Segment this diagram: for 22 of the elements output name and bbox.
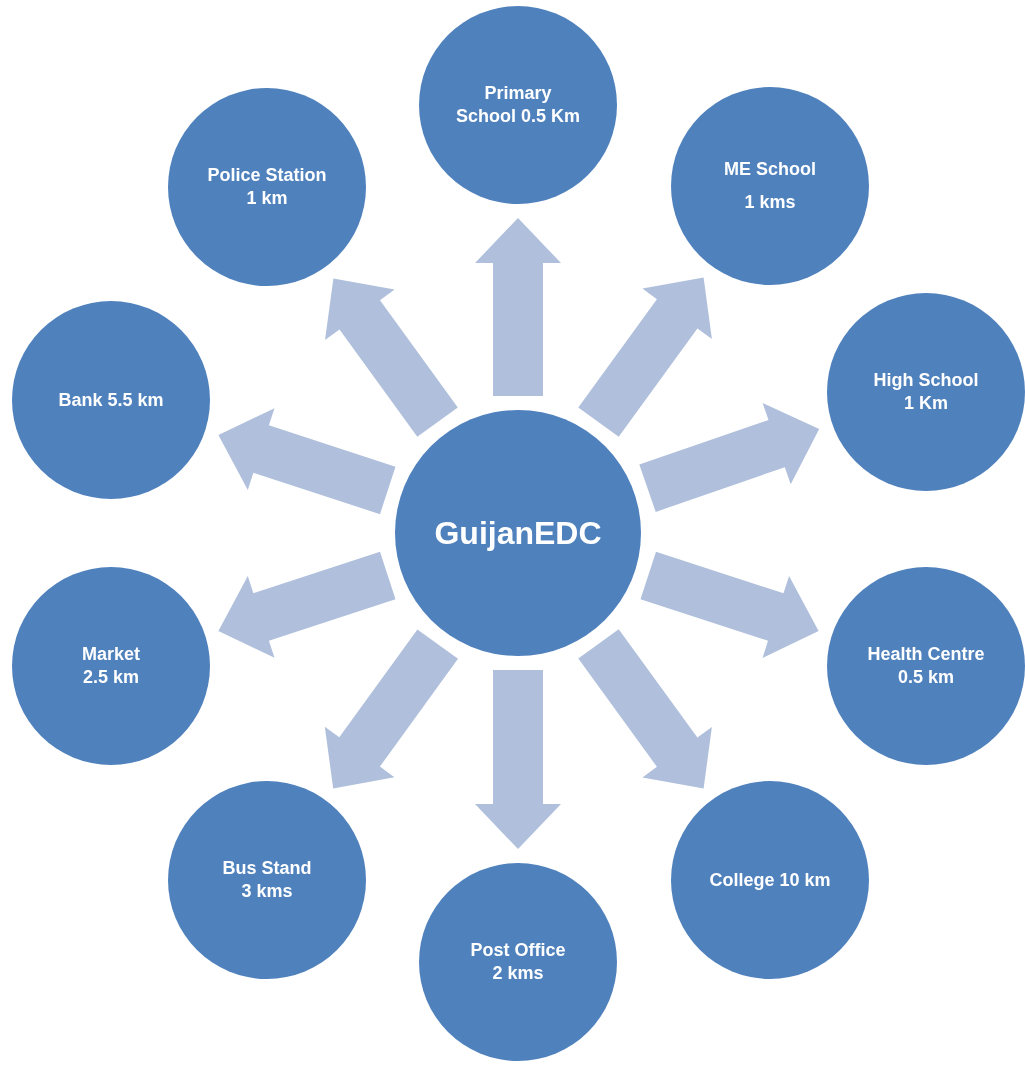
block-arrow bbox=[640, 551, 819, 658]
block-arrow bbox=[218, 408, 396, 515]
block-arrow bbox=[578, 277, 712, 437]
block-arrow bbox=[475, 218, 561, 396]
place-label: College 10 km bbox=[708, 868, 832, 892]
block-arrow bbox=[218, 551, 396, 658]
block-arrow bbox=[475, 670, 561, 849]
place-label: Primary School 0.5 Km bbox=[455, 82, 581, 128]
place-label: High School 1 Km bbox=[872, 369, 980, 415]
place-label: Health Centre 0.5 km bbox=[866, 643, 986, 689]
place-label: 1 kms bbox=[743, 191, 797, 214]
place-label: Police Station 1 km bbox=[206, 164, 328, 210]
block-arrow bbox=[578, 629, 712, 789]
place-label: ME School bbox=[723, 158, 817, 181]
place-label: Bank 5.5 km bbox=[57, 388, 165, 412]
place-label: Bus Stand 3 kms bbox=[221, 857, 313, 903]
place-label: Post Office 2 kms bbox=[469, 939, 567, 985]
block-arrow bbox=[639, 403, 820, 512]
block-arrow bbox=[324, 629, 458, 789]
center-label: GuijanEDC bbox=[433, 514, 603, 552]
block-arrow bbox=[325, 278, 458, 437]
place-label: Market 2.5 km bbox=[81, 643, 141, 689]
